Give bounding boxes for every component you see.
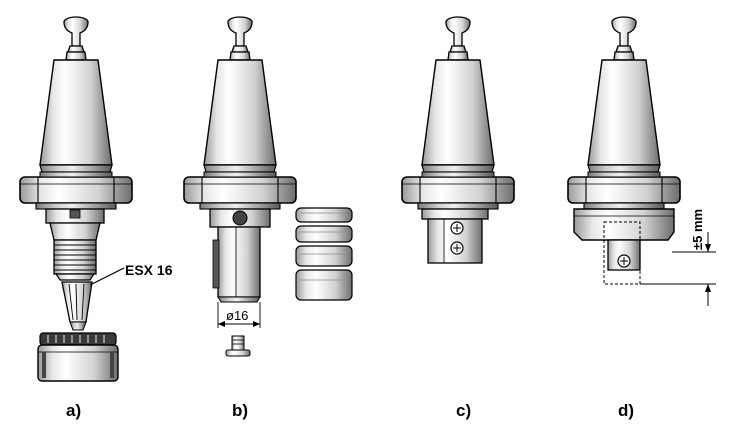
panel-c-square-holder	[401, 16, 515, 264]
adjustment-dimension: ±5 mm	[690, 209, 705, 250]
panel-d-adjustable-holder: ±5 mm	[567, 16, 716, 306]
diameter-dimension: ø16	[226, 308, 248, 323]
collet-callout: ESX 16	[125, 262, 173, 278]
panel-label-b: b)	[232, 401, 248, 420]
panel-label-c: c)	[456, 401, 471, 420]
panel-label-d: d)	[618, 401, 634, 420]
panel-a-collet-chuck: ESX 16	[19, 16, 173, 382]
panel-b-weldon-holder: ø16	[183, 16, 353, 357]
reduction-sleeves	[295, 207, 353, 301]
panel-label-a: a)	[66, 401, 81, 420]
